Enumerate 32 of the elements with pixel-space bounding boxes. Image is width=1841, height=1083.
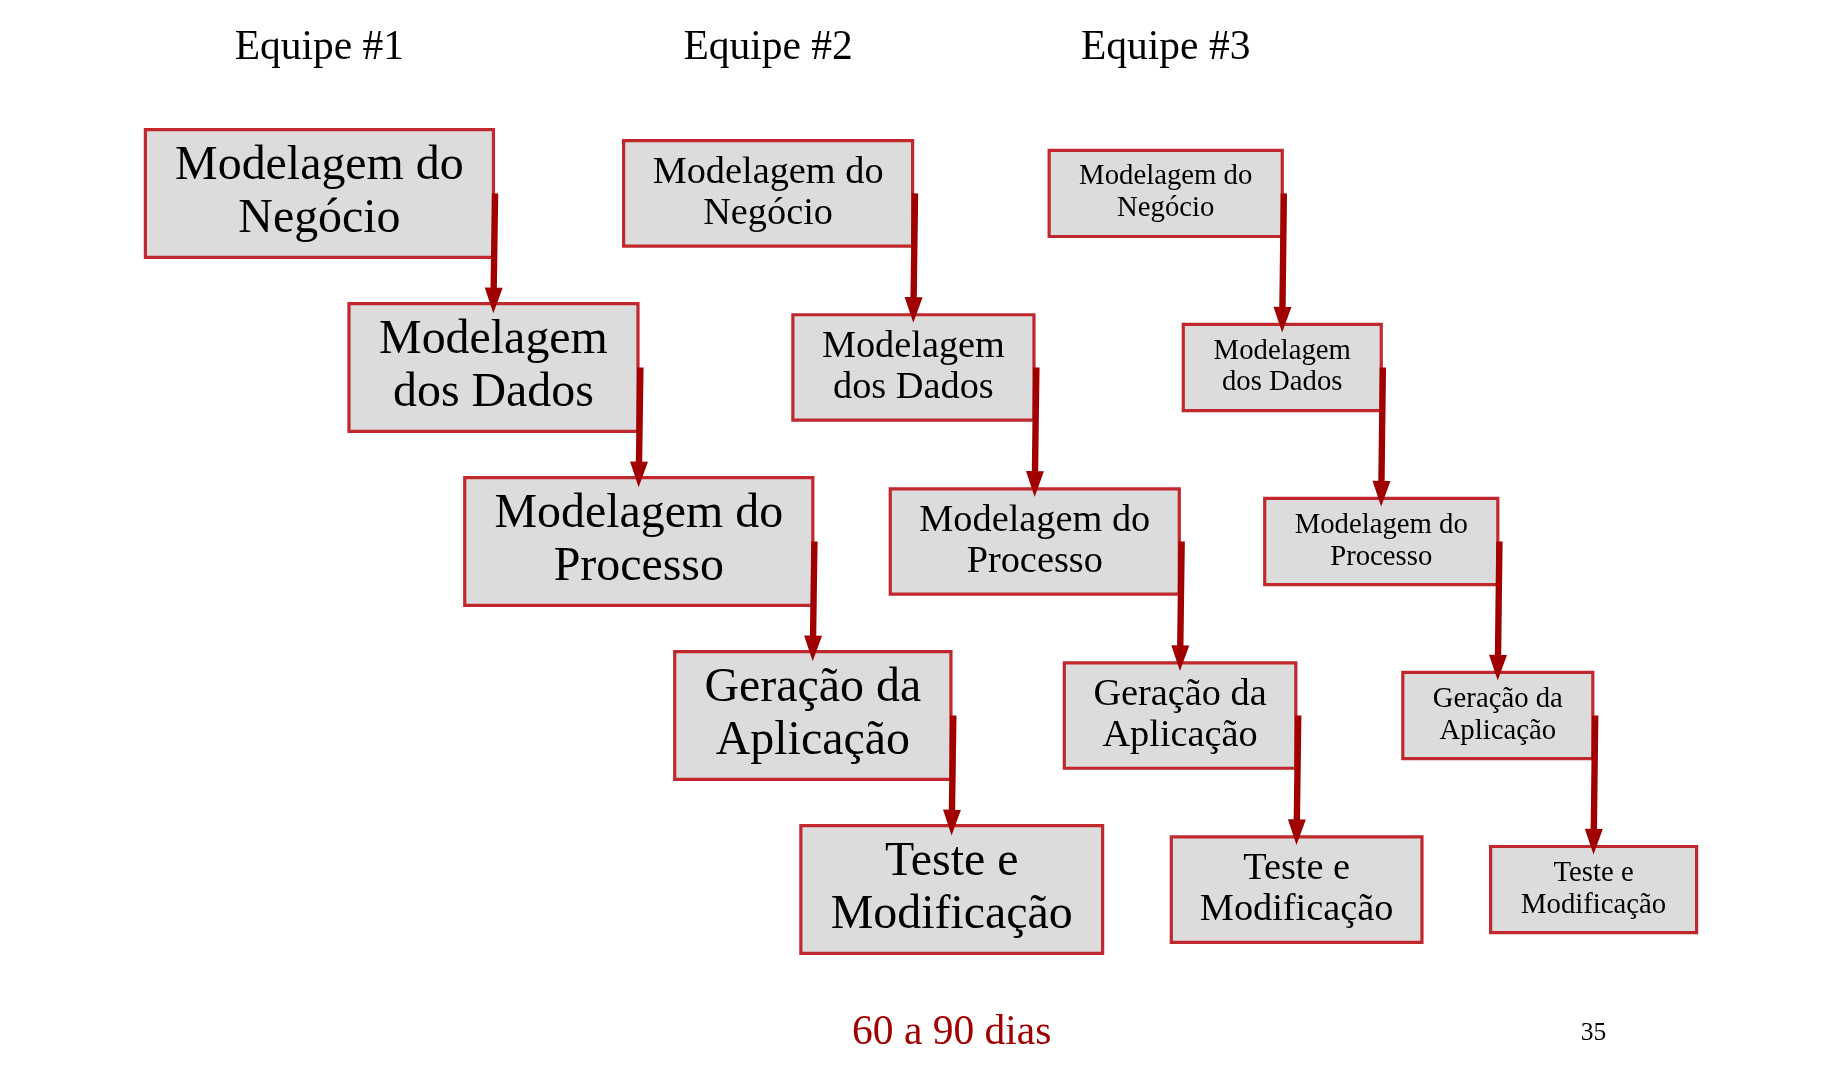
arrow — [1273, 193, 1291, 333]
node-box: Teste e Modificação — [1488, 844, 1698, 935]
node-box: Teste e Modificação — [1169, 835, 1424, 944]
node-box: Modelagem do Processo — [462, 476, 814, 607]
label: Equipe #1 — [234, 21, 404, 68]
arrow — [1025, 367, 1044, 497]
node-box: Geração da Aplicação — [1400, 670, 1594, 761]
arrow — [484, 193, 503, 314]
arrow — [1488, 541, 1507, 681]
arrow — [803, 541, 822, 662]
arrow — [1584, 715, 1603, 855]
node-box: Modelagem dos Dados — [790, 313, 1036, 422]
node-box: Geração da Aplicação — [672, 650, 953, 781]
node-box: Geração da Aplicação — [1062, 661, 1297, 770]
arrow — [904, 193, 923, 323]
arrow — [629, 367, 648, 488]
node-box: Teste e Modificação — [798, 824, 1104, 956]
node-box: Modelagem do Negócio — [143, 127, 495, 259]
node-box: Modelagem do Negócio — [1047, 148, 1284, 239]
node-box: Modelagem do Processo — [1262, 496, 1499, 587]
arrow — [942, 715, 961, 836]
node-box: Modelagem dos Dados — [346, 302, 640, 433]
label: 35 — [1580, 1017, 1606, 1047]
node-box: Modelagem do Processo — [888, 487, 1181, 596]
arrow — [1372, 367, 1390, 507]
label: Equipe #3 — [1080, 21, 1250, 68]
arrow — [1287, 715, 1306, 845]
label: 60 a 90 dias — [851, 1007, 1051, 1054]
arrow — [1170, 541, 1189, 671]
label: Equipe #2 — [682, 21, 853, 68]
node-box: Modelagem dos Dados — [1181, 322, 1383, 413]
node-box: Modelagem do Negócio — [621, 139, 914, 248]
